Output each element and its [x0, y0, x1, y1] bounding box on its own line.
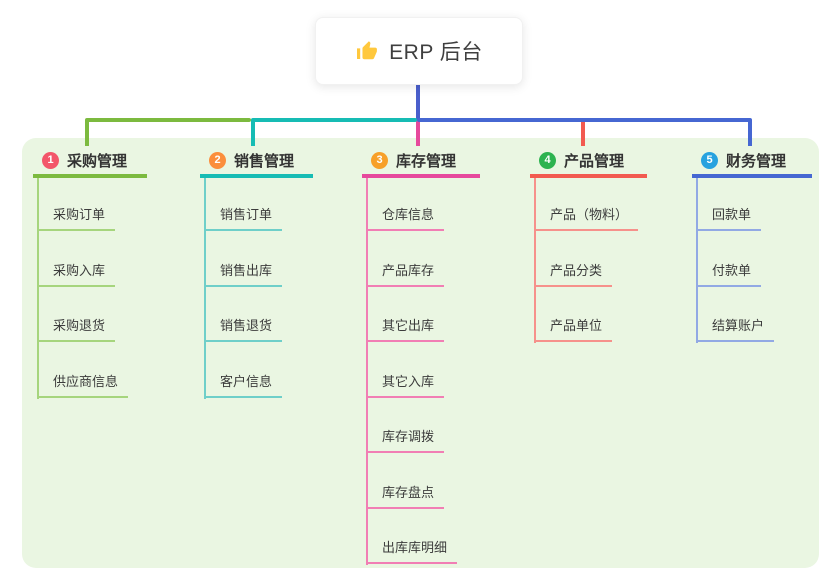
branch-number-badge: 4 [539, 151, 556, 169]
child-node-label: 产品分类 [550, 263, 603, 278]
child-node[interactable]: 结算账户 [696, 312, 775, 342]
branch-label: 采购管理 [67, 152, 128, 170]
child-node-label: 采购订单 [53, 207, 106, 222]
child-node[interactable]: 销售订单 [204, 201, 283, 231]
branch-trunk-line [37, 178, 39, 399]
branch-drop-line [416, 120, 420, 146]
child-node-label: 客户信息 [220, 374, 273, 389]
root-connector-line [416, 84, 420, 120]
branch-trunk-line [366, 178, 368, 565]
background-panel [22, 138, 819, 568]
child-node-label: 仓库信息 [382, 207, 435, 222]
child-node[interactable]: 库存盘点 [366, 479, 445, 509]
branch-drop-line [85, 120, 89, 146]
branch-header[interactable]: 2 销售管理 [200, 146, 313, 178]
child-node-label: 产品（物料） [550, 207, 629, 222]
branch-number-badge: 5 [701, 151, 718, 169]
child-node[interactable]: 产品库存 [366, 257, 445, 287]
child-node[interactable]: 出库库明细 [366, 534, 458, 564]
child-node[interactable]: 销售出库 [204, 257, 283, 287]
child-node-label: 销售出库 [220, 263, 273, 278]
child-node-label: 产品库存 [382, 263, 435, 278]
child-node-label: 回款单 [712, 207, 752, 222]
child-node[interactable]: 付款单 [696, 257, 762, 287]
child-node-label: 其它入库 [382, 374, 435, 389]
branch-trunk-line [696, 178, 698, 343]
branch-label: 财务管理 [726, 152, 787, 170]
child-node-label: 库存调拨 [382, 429, 435, 444]
root-title: ERP 后台 [389, 41, 483, 64]
child-node[interactable]: 其它入库 [366, 368, 445, 398]
root-node[interactable]: ERP 后台 [315, 17, 523, 85]
branch-header[interactable]: 5 财务管理 [692, 146, 812, 178]
child-node[interactable]: 供应商信息 [37, 368, 129, 398]
child-node[interactable]: 其它出库 [366, 312, 445, 342]
child-node[interactable]: 产品分类 [534, 257, 613, 287]
branch-label: 产品管理 [564, 152, 625, 170]
child-node[interactable]: 采购退货 [37, 312, 116, 342]
branch-number-badge: 2 [209, 151, 226, 169]
thumbs-up-icon [355, 39, 379, 63]
child-node[interactable]: 产品（物料） [534, 201, 639, 231]
child-node[interactable]: 库存调拨 [366, 423, 445, 453]
child-node[interactable]: 采购入库 [37, 257, 116, 287]
child-node-label: 库存盘点 [382, 485, 435, 500]
branch-drop-line [251, 120, 255, 146]
branch-header[interactable]: 1 采购管理 [33, 146, 147, 178]
branch-drop-line [581, 120, 585, 146]
child-node[interactable]: 仓库信息 [366, 201, 445, 231]
child-node-label: 采购入库 [53, 263, 106, 278]
child-node-label: 采购退货 [53, 318, 106, 333]
child-node-label: 销售订单 [220, 207, 273, 222]
child-node-label: 结算账户 [712, 318, 765, 333]
child-node-label: 出库库明细 [382, 540, 448, 555]
branch-drop-line [748, 120, 752, 146]
child-node-label: 销售退货 [220, 318, 273, 333]
branch-label: 销售管理 [234, 152, 295, 170]
branch-trunk-line [204, 178, 206, 399]
branch-label: 库存管理 [396, 152, 457, 170]
branch-header[interactable]: 4 产品管理 [530, 146, 647, 178]
child-node-label: 供应商信息 [53, 374, 119, 389]
child-node[interactable]: 采购订单 [37, 201, 116, 231]
branch-trunk-line [534, 178, 536, 343]
child-node-label: 其它出库 [382, 318, 435, 333]
branch-header[interactable]: 3 库存管理 [362, 146, 480, 178]
child-node[interactable]: 产品单位 [534, 312, 613, 342]
bus-segment [251, 118, 417, 122]
child-node-label: 付款单 [712, 263, 752, 278]
branch-number-badge: 1 [42, 151, 59, 169]
child-node[interactable]: 客户信息 [204, 368, 283, 398]
child-node[interactable]: 回款单 [696, 201, 762, 231]
child-node[interactable]: 销售退货 [204, 312, 283, 342]
bus-segment [417, 118, 752, 122]
bus-segment [85, 118, 251, 122]
branch-number-badge: 3 [371, 151, 388, 169]
child-node-label: 产品单位 [550, 318, 603, 333]
